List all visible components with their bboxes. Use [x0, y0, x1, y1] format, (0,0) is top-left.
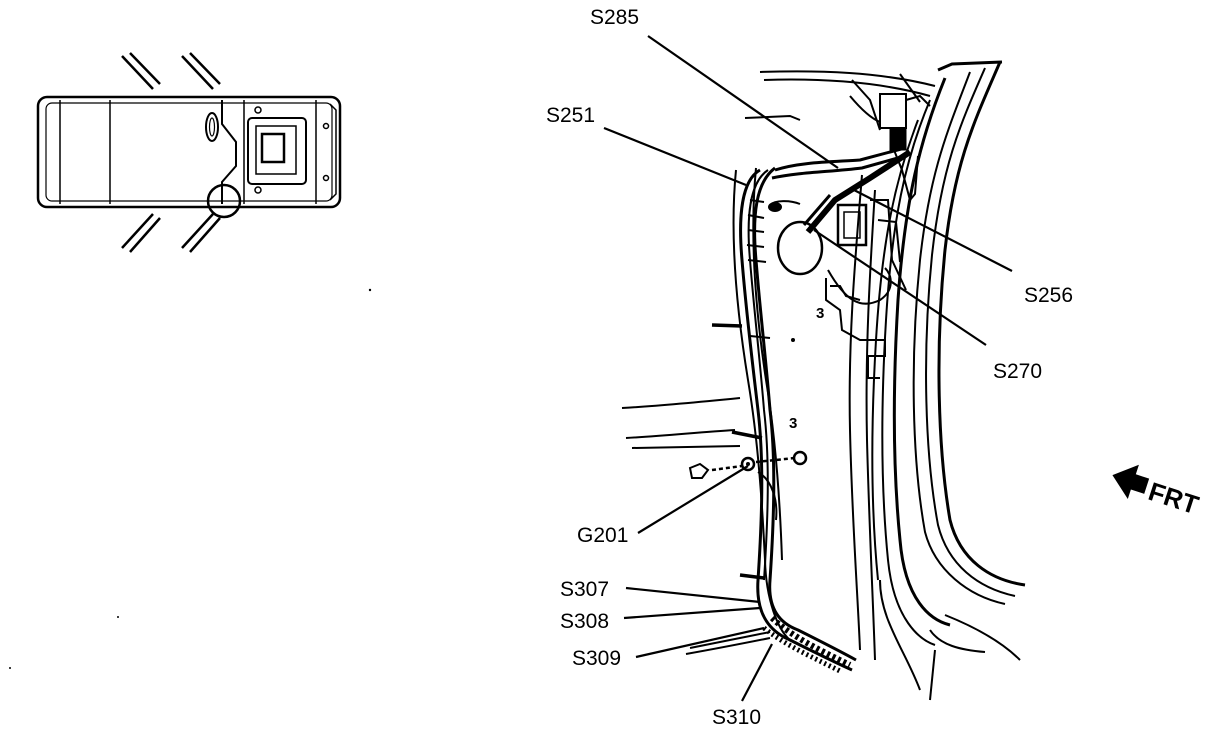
wire-harness: [688, 93, 931, 675]
leader-s285: [647, 35, 839, 169]
callout-g201: G201: [577, 524, 628, 547]
leader-s307: [625, 586, 761, 604]
callout-s270: S270: [993, 360, 1042, 383]
front-direction-indicator: FRT: [1112, 464, 1202, 520]
callout-s310: S310: [712, 706, 761, 729]
detail-illustration: 3 3: [621, 60, 1026, 701]
vehicle-body-outline: [36, 95, 342, 209]
callout-s251: S251: [546, 104, 595, 127]
leader-s256: [853, 189, 1013, 272]
callout-s285: S285: [590, 6, 639, 29]
svg-text:3: 3: [789, 415, 797, 432]
leader-s309: [635, 626, 765, 659]
callout-s256: S256: [1024, 284, 1073, 307]
arrow-left-icon: [1112, 464, 1150, 500]
vehicle-locator: [36, 52, 342, 253]
location-circle-marker: [206, 183, 242, 219]
leader-s251: [603, 126, 747, 187]
callout-s309: S309: [572, 647, 621, 670]
svg-text:3: 3: [816, 305, 824, 322]
leader-s310: [741, 643, 773, 702]
callout-labels: S285 S251 S256 S270 G201 S307 S308 S309 …: [546, 6, 1073, 729]
callout-s307: S307: [560, 578, 609, 601]
wheel-marks: [121, 52, 221, 253]
callout-s308: S308: [560, 610, 609, 633]
frt-label: FRT: [1145, 476, 1202, 520]
leader-g201: [637, 465, 749, 534]
leader-lines: [603, 35, 1013, 702]
leader-s308: [623, 606, 761, 620]
leader-s270: [813, 229, 987, 346]
